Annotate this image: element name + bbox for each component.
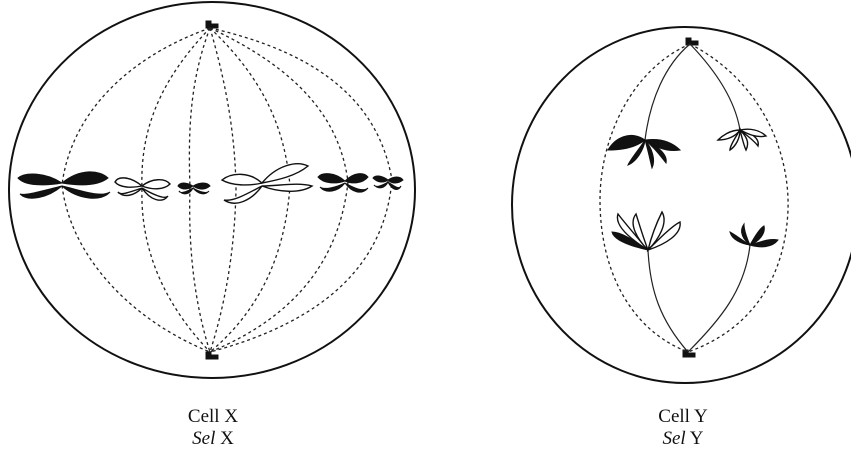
cell-x-chromosome-3	[178, 183, 210, 194]
cell-y-spindle-fibers	[600, 44, 788, 352]
cell-y-caption-line2: Sel Y	[603, 428, 763, 450]
cell-x-caption: Cell X Sel X	[133, 406, 293, 450]
cell-y-kinetochore-fibers	[645, 44, 750, 352]
cell-x-chromosome-6	[373, 176, 403, 190]
cell-x-caption-line1: Cell X	[133, 406, 293, 428]
cell-x-bottom-centriole	[206, 352, 218, 359]
cell-y-top-centriole	[686, 38, 698, 45]
cell-y-chromosome-lower-right	[730, 224, 778, 247]
cell-x	[9, 2, 415, 378]
cell-x-caption-line2: Sel X	[133, 428, 293, 450]
cell-y-caption-rest: Y	[686, 428, 704, 449]
cell-y-membrane	[512, 27, 851, 383]
cell-y-chromosome-upper-right	[718, 129, 766, 150]
cell-y-caption-italic: Sel	[663, 428, 686, 449]
cell-y-chromosome-lower-left	[612, 212, 680, 250]
cell-x-spindle-fibers	[62, 28, 392, 352]
cell-x-caption-rest: X	[215, 428, 233, 449]
cell-y-chromosome-upper-left	[608, 135, 680, 168]
cell-y	[512, 27, 851, 383]
cell-x-top-centriole	[206, 21, 218, 28]
cell-x-caption-italic: Sel	[192, 428, 215, 449]
cell-x-chromosome-5	[318, 174, 368, 193]
cell-y-caption-line1: Cell Y	[603, 406, 763, 428]
cell-y-caption: Cell Y Sel Y	[603, 406, 763, 450]
